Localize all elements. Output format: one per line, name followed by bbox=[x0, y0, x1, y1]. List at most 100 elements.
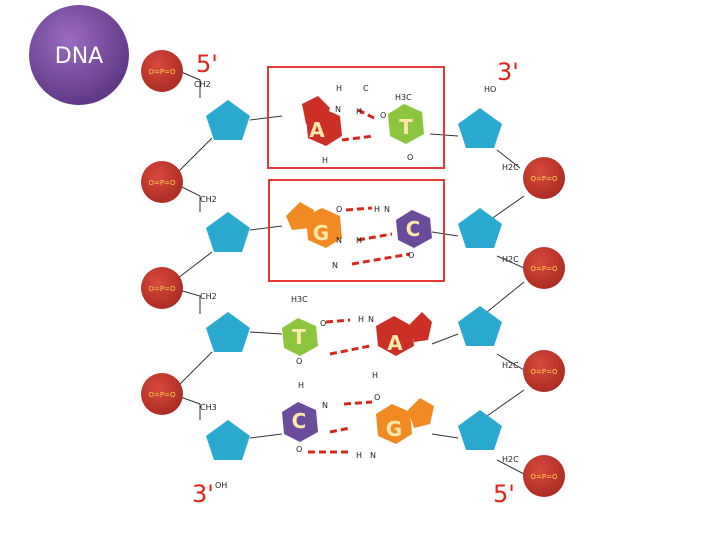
phosphate-group: O=P=O bbox=[523, 350, 565, 392]
atom-label: H bbox=[356, 107, 362, 116]
phosphate-label: O=P=O bbox=[149, 285, 176, 293]
atom-label: C bbox=[363, 84, 369, 93]
atom-label: O bbox=[374, 393, 380, 402]
sugar-pentagon bbox=[206, 100, 250, 140]
atom-label: H bbox=[322, 156, 328, 165]
hydrogen-bond bbox=[329, 426, 351, 434]
phosphate-circle bbox=[523, 157, 565, 199]
atom-label: N bbox=[335, 105, 341, 114]
base-pair-a-t: A T bbox=[302, 96, 424, 146]
bond-line bbox=[249, 225, 283, 231]
atom-label: H bbox=[336, 84, 342, 93]
dna-badge: DNA bbox=[29, 5, 129, 105]
sugar-pentagon bbox=[206, 212, 250, 252]
atom-label: H bbox=[374, 205, 380, 214]
atom-label: O bbox=[336, 205, 342, 214]
phosphate-label: O=P=O bbox=[149, 391, 176, 399]
left-backbone bbox=[171, 67, 213, 420]
bond-line bbox=[431, 433, 459, 439]
atom-label: O bbox=[407, 153, 413, 162]
phosphate-group: O=P=O bbox=[523, 247, 565, 289]
backbone-line bbox=[496, 353, 525, 371]
backbone-line bbox=[486, 389, 525, 417]
adenine-letter: A bbox=[309, 118, 325, 142]
end-label-bottom-right: 5' bbox=[493, 480, 515, 508]
hydrogen-bond bbox=[357, 232, 393, 242]
atom-label: CH3 bbox=[200, 403, 217, 412]
atom-label: O bbox=[320, 319, 326, 328]
phosphate-circle bbox=[141, 373, 183, 415]
phosphate-circle bbox=[523, 455, 565, 497]
dna-badge-label: DNA bbox=[55, 44, 103, 69]
backbone-line bbox=[177, 137, 213, 173]
backbone-line bbox=[177, 351, 213, 387]
hydrogen-bond bbox=[341, 134, 375, 142]
atom-label: H bbox=[372, 371, 378, 380]
phosphate-label: O=P=O bbox=[531, 175, 558, 183]
dna-badge-circle bbox=[29, 5, 129, 105]
phosphate-label: O=P=O bbox=[531, 368, 558, 376]
bond-line bbox=[249, 115, 283, 121]
atom-label: H2C bbox=[502, 163, 519, 172]
end-label-bottom-left: 3' bbox=[192, 480, 214, 508]
atom-label: H2C bbox=[502, 255, 519, 264]
phosphate-circle bbox=[141, 267, 183, 309]
atom-label: CH2 bbox=[194, 80, 211, 89]
bond-line bbox=[249, 433, 283, 439]
base-pair-g-c: G C bbox=[286, 202, 432, 266]
phosphate-group: O=P=O bbox=[523, 157, 565, 199]
phosphate-label: O=P=O bbox=[531, 265, 558, 273]
sugar-pentagon bbox=[206, 312, 250, 352]
backbone-line bbox=[177, 251, 213, 279]
phosphate-group: O=P=O bbox=[141, 161, 183, 203]
cytosine-letter: C bbox=[292, 409, 307, 433]
atom-label: N bbox=[336, 236, 342, 245]
backbone-line bbox=[496, 149, 521, 169]
left-sugars bbox=[206, 100, 250, 460]
sugar-pentagon bbox=[206, 420, 250, 460]
end-label-top-left: 5' bbox=[196, 50, 218, 78]
right-backbone bbox=[486, 149, 525, 475]
guanine-ring-small bbox=[408, 398, 434, 428]
atom-label: H bbox=[298, 381, 304, 390]
glycosidic-bonds bbox=[249, 115, 459, 439]
hydrogen-bond bbox=[351, 252, 411, 266]
adenine-ring bbox=[306, 108, 342, 146]
phosphate-circle bbox=[141, 161, 183, 203]
backbone-line bbox=[496, 255, 525, 269]
right-sugars bbox=[458, 108, 502, 450]
right-phosphates: O=P=O O=P=O O=P=O O=P=O bbox=[523, 157, 565, 497]
highlight-box-at bbox=[267, 66, 445, 169]
phosphate-label: O=P=O bbox=[531, 473, 558, 481]
hydrogen-bond bbox=[329, 344, 371, 356]
atom-label: H2C bbox=[502, 361, 519, 370]
atom-label: O bbox=[296, 445, 302, 454]
backbone-line bbox=[486, 281, 525, 313]
thymine-ring bbox=[282, 318, 318, 356]
bond-line bbox=[249, 331, 283, 335]
guanine-ring bbox=[306, 208, 342, 248]
atom-label: O bbox=[296, 357, 302, 366]
backbone-line bbox=[496, 459, 525, 475]
sugar-pentagon bbox=[458, 208, 502, 248]
phosphate-circle bbox=[523, 350, 565, 392]
cytosine-ring bbox=[396, 210, 432, 248]
atom-label: H bbox=[356, 236, 362, 245]
phosphate-circle bbox=[141, 50, 183, 92]
adenine-letter: A bbox=[387, 331, 403, 355]
atom-label: H2C bbox=[502, 455, 519, 464]
atom-label: H3C bbox=[291, 295, 308, 304]
sugar-pentagon bbox=[458, 410, 502, 450]
atom-label: CH2 bbox=[200, 195, 217, 204]
base-pair-t-a: T A bbox=[282, 312, 432, 356]
thymine-ring bbox=[388, 104, 424, 144]
atom-label: N bbox=[322, 401, 328, 410]
atom-label: HO bbox=[484, 85, 496, 94]
atom-label: N bbox=[332, 261, 338, 270]
guanine-ring bbox=[376, 404, 412, 444]
atom-label: H3C bbox=[395, 93, 412, 102]
phosphate-group: O=P=O bbox=[523, 455, 565, 497]
highlight-box-gc bbox=[268, 179, 445, 282]
bond-line bbox=[431, 333, 459, 345]
